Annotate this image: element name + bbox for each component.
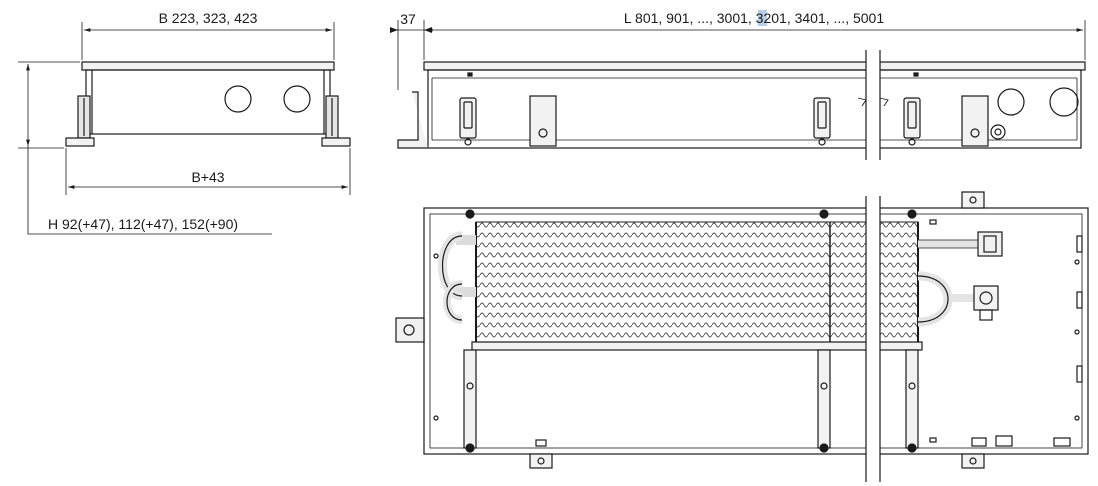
front-view-clip-1 [459, 97, 477, 139]
end-view-pipe-hole-left [224, 85, 252, 113]
front-view-left-foot [397, 91, 428, 149]
end-view-body [85, 69, 331, 135]
width-plus-label: B+43 [191, 169, 224, 185]
front-view-valve [990, 124, 1006, 140]
offset-label: 37 [400, 11, 416, 27]
front-view-clip-3 [903, 97, 921, 139]
cross-support-2 [817, 349, 831, 449]
front-view-clip-2 [813, 97, 831, 139]
pipe-fitting-lower [973, 285, 999, 311]
height-leader-line [27, 146, 272, 235]
height-label: H 92(+47), 112(+47), 152(+90) [48, 216, 238, 232]
pipe-u-bend-right [917, 271, 953, 327]
plan-view-lug-bottom-2 [961, 453, 985, 469]
plan-view-lug-top [961, 191, 985, 209]
front-view-rim [423, 61, 1086, 71]
end-view [18, 22, 351, 235]
plan-view-lug-left [395, 317, 425, 343]
end-view-right-foot [321, 137, 351, 147]
end-view-left-foot [65, 137, 95, 147]
front-view-bracket-2 [961, 95, 989, 147]
front-view-pipe-port-1 [997, 88, 1025, 116]
length-label: L 801, 901, ..., 3001, 3201, 3401, ..., … [624, 10, 884, 26]
width-label: B 223, 323, 423 [159, 10, 258, 26]
heat-exchanger-rail [471, 341, 923, 351]
plan-view-lug-bottom-1 [529, 453, 553, 469]
cross-support-1 [463, 349, 477, 449]
plan-view [395, 191, 1089, 482]
front-view-pipe-port-2 [1049, 87, 1079, 117]
cross-support-3 [905, 349, 919, 449]
front-view-body [427, 69, 1082, 149]
end-view-pipe-hole-right [283, 85, 311, 113]
front-view [390, 20, 1086, 160]
front-view-bracket-1 [529, 95, 557, 147]
text-selection-highlight [758, 10, 767, 26]
heat-exchanger-fins [475, 221, 919, 343]
end-view-rim [81, 61, 335, 71]
